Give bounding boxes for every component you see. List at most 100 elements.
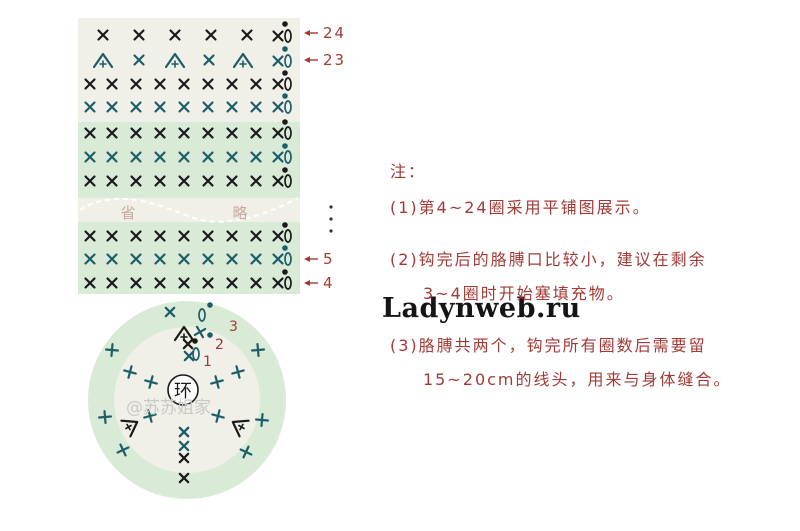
single-crochet-icon xyxy=(272,101,284,113)
row-label-5: 5 xyxy=(323,250,333,268)
single-crochet-icon xyxy=(178,472,190,484)
chain-stitch-icon xyxy=(284,77,292,91)
continuation-dot xyxy=(329,205,333,209)
single-crochet-icon xyxy=(154,277,166,289)
notes-title: 注： xyxy=(390,162,427,181)
single-crochet-icon xyxy=(202,101,214,113)
omit-label-right: 略 xyxy=(232,204,247,222)
chain-stitch-icon xyxy=(284,100,292,114)
row-pointer-23: 23 xyxy=(304,51,344,69)
single-crochet-icon xyxy=(106,151,118,163)
round-label-1: 1 xyxy=(203,354,212,370)
row-label-24: 24 xyxy=(323,24,346,42)
single-crochet-icon xyxy=(154,78,166,90)
single-crochet-icon xyxy=(84,101,96,113)
single-crochet-icon xyxy=(202,230,214,242)
single-crochet-icon xyxy=(272,55,284,67)
single-crochet-icon xyxy=(130,230,142,242)
chain-stitch-icon xyxy=(284,29,292,43)
magic-ring-icon xyxy=(167,374,199,406)
single-crochet-icon xyxy=(84,230,96,242)
single-crochet-icon xyxy=(130,253,142,265)
single-crochet-icon xyxy=(133,29,145,41)
single-crochet-icon xyxy=(106,175,118,187)
single-crochet-icon xyxy=(250,151,262,163)
single-crochet-icon xyxy=(106,101,118,113)
single-crochet-icon xyxy=(130,175,142,187)
single-crochet-icon xyxy=(203,54,215,66)
single-crochet-icon xyxy=(250,253,262,265)
single-crochet-icon xyxy=(250,175,262,187)
slip-stitch-icon xyxy=(282,93,288,99)
single-crochet-icon xyxy=(202,175,214,187)
single-crochet-icon xyxy=(226,151,238,163)
single-crochet-icon xyxy=(106,127,118,139)
round-label-2: 2 xyxy=(215,337,224,353)
single-crochet-icon xyxy=(84,253,96,265)
increase-stitch-icon xyxy=(164,52,186,69)
single-crochet-icon xyxy=(130,127,142,139)
single-crochet-icon xyxy=(178,78,190,90)
slip-stitch-icon xyxy=(207,332,213,338)
single-crochet-icon xyxy=(154,175,166,187)
continuation-dot xyxy=(329,229,333,233)
single-crochet-icon xyxy=(106,253,118,265)
slip-stitch-icon xyxy=(192,338,198,344)
single-crochet-icon xyxy=(226,253,238,265)
single-crochet-icon xyxy=(164,306,176,318)
single-crochet-icon xyxy=(250,78,262,90)
single-crochet-icon xyxy=(226,127,238,139)
single-crochet-icon xyxy=(116,443,130,457)
single-crochet-icon xyxy=(84,151,96,163)
single-crochet-icon xyxy=(205,29,217,41)
single-crochet-icon xyxy=(202,277,214,289)
single-crochet-icon xyxy=(272,175,284,187)
round-label-3: 3 xyxy=(229,319,238,335)
single-crochet-icon xyxy=(97,29,109,41)
increase-stitch-icon xyxy=(120,419,139,438)
single-crochet-icon xyxy=(178,127,190,139)
slip-stitch-icon xyxy=(282,143,288,149)
single-crochet-icon xyxy=(250,277,262,289)
single-crochet-icon xyxy=(239,445,253,459)
single-crochet-icon xyxy=(226,78,238,90)
single-crochet-icon xyxy=(202,151,214,163)
slip-stitch-icon xyxy=(282,167,288,173)
increase-stitch-icon xyxy=(231,419,250,438)
signature-watermark: @苏苏姐家 xyxy=(126,398,211,418)
single-crochet-icon xyxy=(84,175,96,187)
single-crochet-icon xyxy=(97,409,113,425)
single-crochet-icon xyxy=(130,78,142,90)
grid-background-omit xyxy=(78,198,300,222)
single-crochet-icon xyxy=(241,29,253,41)
chain-stitch-icon xyxy=(284,174,292,188)
single-crochet-icon xyxy=(106,78,118,90)
single-crochet-icon xyxy=(178,230,190,242)
single-crochet-icon xyxy=(133,54,145,66)
single-crochet-icon xyxy=(254,412,270,428)
single-crochet-icon xyxy=(178,277,190,289)
single-crochet-icon xyxy=(178,175,190,187)
single-crochet-icon xyxy=(272,127,284,139)
single-crochet-icon xyxy=(226,101,238,113)
single-crochet-icon xyxy=(154,230,166,242)
single-crochet-icon xyxy=(84,127,96,139)
single-crochet-icon xyxy=(178,101,190,113)
single-crochet-icon xyxy=(178,426,190,438)
slip-stitch-icon xyxy=(282,46,288,52)
single-crochet-icon xyxy=(178,452,190,464)
single-crochet-icon xyxy=(210,375,224,389)
single-crochet-icon xyxy=(144,375,158,389)
single-crochet-icon xyxy=(154,101,166,113)
single-crochet-icon xyxy=(211,409,225,423)
chain-stitch-icon xyxy=(284,54,292,68)
chain-stitch-icon xyxy=(284,229,292,243)
single-crochet-icon xyxy=(178,253,190,265)
increase-stitch-icon xyxy=(232,52,254,69)
omit-label-left: 省 xyxy=(120,204,135,222)
single-crochet-icon xyxy=(183,350,195,362)
chain-stitch-icon xyxy=(284,126,292,140)
single-crochet-icon xyxy=(226,230,238,242)
row-pointer-4: 4 xyxy=(304,274,333,292)
